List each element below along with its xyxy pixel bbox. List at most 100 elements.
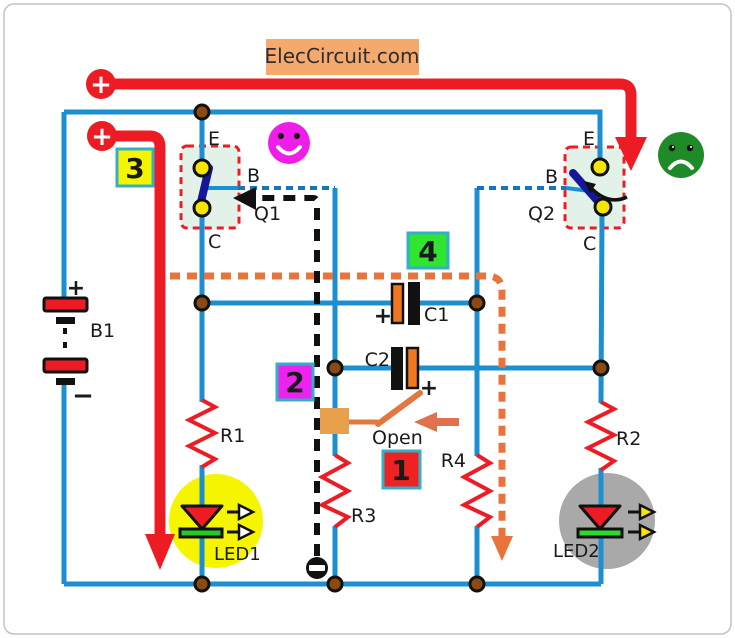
led2-cathode-bar <box>576 527 624 539</box>
battery-plate-negative-top <box>56 317 75 324</box>
junction-dots <box>193 103 610 593</box>
happy-face-icon <box>268 122 310 164</box>
sad-face-eye <box>668 144 676 152</box>
led1-emission-arrow-icon <box>237 502 256 522</box>
happy-face-eye <box>294 133 300 139</box>
led1-label: LED1 <box>214 544 261 565</box>
switch-pointer-arrow-icon <box>414 412 459 432</box>
resistor-r2-zigzag <box>583 400 619 472</box>
supply-plus-circle-mid <box>87 121 117 151</box>
q1-name-label: Q1 <box>254 203 281 225</box>
q1-emitter-label: E <box>208 128 220 150</box>
wire-top-rail <box>64 109 603 160</box>
c2-negative-plate <box>391 347 403 390</box>
battery-minus-sign: − <box>72 381 94 411</box>
resistor-r4-label: R4 <box>441 450 466 472</box>
junction-dot <box>468 575 486 593</box>
charging-path-arrowhead-icon <box>491 536 513 561</box>
transistor-q1: E B Q1 C <box>192 128 281 253</box>
discharge-path-dashed <box>254 195 320 556</box>
step-badge-1-digit: 1 <box>391 454 410 487</box>
supply-highlight-paths: + + <box>86 69 647 570</box>
q1-collector-terminal <box>192 198 212 218</box>
site-banner-box <box>266 39 419 75</box>
junction-dot <box>468 294 486 312</box>
c2-plus-sign: + <box>420 376 438 401</box>
step-badge-4 <box>406 231 450 270</box>
battery-plate-negative-bottom <box>56 378 75 385</box>
step-badge-1 <box>381 449 422 490</box>
resistor-r1-zigzag <box>184 398 220 469</box>
capacitor-c1: + C1 <box>374 282 449 329</box>
q1-emitter-terminal <box>192 158 212 178</box>
junction-dot <box>193 575 211 593</box>
q2-current-arrowhead-icon <box>584 181 596 193</box>
battery-plate-positive-bottom <box>42 357 89 374</box>
c1-label: C1 <box>424 304 449 326</box>
discharge-arrowhead-icon <box>233 187 256 210</box>
discharge-path-black <box>233 187 328 579</box>
junction-dot <box>326 359 344 377</box>
step-badge-3 <box>115 147 155 188</box>
led1-cathode-bar <box>178 527 224 539</box>
c1-positive-plate <box>390 282 405 325</box>
led1: LED1 <box>178 502 261 565</box>
switch-lever <box>375 390 423 427</box>
step-badge-2-digit: 2 <box>285 366 304 399</box>
charging-path-orange <box>170 272 513 561</box>
battery-plus-sign: + <box>67 276 85 301</box>
q2-name-label: Q2 <box>528 203 555 225</box>
step-badge-2 <box>275 362 315 402</box>
switch-pad <box>320 408 349 434</box>
sad-face-eye-glint <box>672 146 674 148</box>
step-badge-3-digit: 3 <box>125 152 144 185</box>
q1-base-label: B <box>247 165 260 187</box>
sad-face-eye-glint <box>690 146 692 148</box>
supply-path-left <box>108 130 166 537</box>
supply-plus-mid-sign: + <box>91 122 113 152</box>
q2-base-label: B <box>545 166 558 188</box>
sad-face-circle <box>658 132 704 178</box>
happy-face-eye <box>278 133 284 139</box>
q2-collector-terminal <box>593 197 613 217</box>
junction-dot <box>193 294 211 312</box>
supply-arrowhead-q2-icon <box>615 137 647 171</box>
led2-label: LED2 <box>553 541 600 562</box>
site-banner-title: ElecCircuit.com <box>265 44 420 68</box>
led2-emission-arrow-icon <box>638 502 657 522</box>
battery-label: B1 <box>90 320 115 342</box>
c2-label: C2 <box>365 349 390 371</box>
step-badge-4-digit: 4 <box>418 235 437 268</box>
c1-plus-sign: + <box>374 304 392 329</box>
sad-face-icon <box>658 132 704 178</box>
led1-triangle <box>180 504 224 531</box>
transistor-q2: E B Q2 C <box>528 128 628 255</box>
site-banner: ElecCircuit.com <box>265 39 420 75</box>
switch-label: Open <box>372 427 423 449</box>
led1-glow-halo <box>169 474 263 568</box>
supply-path-top <box>110 78 637 140</box>
q2-current-curve <box>588 185 628 202</box>
c2-positive-plate <box>405 346 420 390</box>
resistors <box>184 398 619 529</box>
sad-face-frown <box>668 159 694 170</box>
supply-plus-top-sign: + <box>90 70 112 100</box>
resistor-r1-label: R1 <box>220 425 245 447</box>
q2-collector-label: C <box>583 233 596 255</box>
minus-terminal-glyph-icon <box>309 565 325 571</box>
q2-emitter-label: E <box>583 128 595 150</box>
happy-face-circle <box>268 122 310 164</box>
battery-b1: + − B1 <box>42 276 115 411</box>
led1-emission-arrow-icon <box>237 522 256 542</box>
c1-negative-plate <box>408 282 420 325</box>
supply-plus-circle-top <box>86 69 116 99</box>
led2-emission-arrow-icon <box>638 522 657 542</box>
led2-triangle <box>578 504 622 531</box>
charging-path-dashed <box>170 272 506 538</box>
battery-plate-positive-top <box>42 296 89 313</box>
switch-open: Open <box>320 390 459 449</box>
canvas-border <box>3 3 732 635</box>
resistor-r3-label: R3 <box>351 505 376 527</box>
